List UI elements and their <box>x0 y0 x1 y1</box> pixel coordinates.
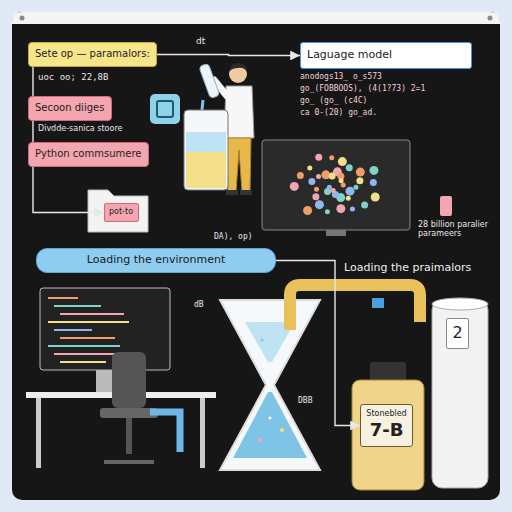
window-dot <box>488 16 493 21</box>
node-text: 2 <box>452 323 462 342</box>
beaker <box>184 110 228 190</box>
file-box: pot-to <box>104 203 139 222</box>
cylinder-label: 2 <box>446 318 469 349</box>
code-note: dB <box>194 300 204 309</box>
node-text: Sete op — paramalors: <box>35 48 150 60</box>
connector <box>276 261 360 426</box>
icon <box>150 94 180 124</box>
code-line: anodogs13_ o_s573 <box>300 72 382 81</box>
small-bottle <box>440 196 452 216</box>
cylinder <box>432 298 488 488</box>
parameter-count: 28 billion paralier parameers <box>418 220 494 238</box>
desktop <box>26 288 216 468</box>
arrow-note: dt <box>196 36 205 46</box>
process-box: Python commsumere <box>28 142 149 167</box>
setup-box: Sete op — paramalors: <box>28 42 157 67</box>
section-heading: Loading the praimalors <box>344 262 471 275</box>
window-dot <box>20 16 25 21</box>
node-text: Secoon diiges <box>35 102 104 114</box>
code-line: ca 0-(20) go_ad. <box>300 108 377 117</box>
bottle-label: Stonebled7-B <box>360 404 413 447</box>
note-text: Divdde-sanica stoore <box>38 124 122 133</box>
hourglass <box>220 300 320 470</box>
node-text: Loading the environment <box>87 253 226 266</box>
bottle <box>352 362 424 490</box>
code-line: go_ (go_ (c4C) <box>300 96 367 105</box>
code-note: DBB <box>298 396 312 405</box>
connector <box>32 121 33 142</box>
code-line: go_(FOBBOOS), (4(1?73) 2=1 <box>300 84 425 93</box>
node-text: pot-to <box>109 207 133 217</box>
code-note: DA), op) <box>214 232 253 241</box>
panel <box>12 12 500 500</box>
window-bar <box>12 12 500 24</box>
model-box: Laguage model <box>300 42 472 69</box>
node-text: 7-B <box>370 419 404 441</box>
node-text: Stonebled <box>366 409 406 419</box>
node-text: Laguage model <box>307 48 392 61</box>
pipe <box>290 285 420 330</box>
process-box: Secoon diiges <box>28 96 112 121</box>
monitor <box>262 140 410 236</box>
chair <box>100 352 180 462</box>
folder <box>88 190 148 232</box>
step-pill: Loading the environment <box>36 248 276 273</box>
node-text: Python commsumere <box>35 148 141 160</box>
connector <box>33 167 104 213</box>
parameter-note: uoc oo; 22,8B <box>38 72 108 82</box>
connector <box>32 67 33 96</box>
valve <box>372 298 384 308</box>
connector <box>157 55 300 56</box>
